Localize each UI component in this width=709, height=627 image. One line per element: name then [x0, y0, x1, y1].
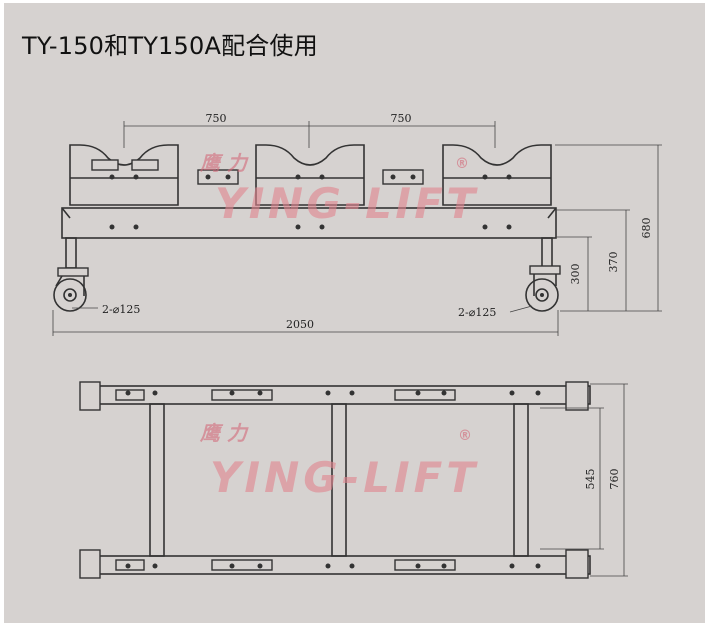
watermark-registered: ® — [458, 428, 472, 444]
caster-left — [53, 267, 89, 312]
dim-length-total: 2050 — [286, 318, 314, 331]
watermark-chinese: 鹰 力 — [199, 421, 249, 445]
dim-height-total: 680 — [640, 218, 653, 239]
watermark-text: YING-LIFT — [210, 453, 478, 502]
front-view: 750 750 — [52, 112, 662, 336]
dim-spacing-left: 750 — [206, 112, 227, 125]
watermark-registered: ® — [455, 156, 469, 172]
dim-width-inner: 545 — [584, 469, 597, 490]
caster-label-left: 2-⌀125 — [102, 303, 140, 316]
caster-label-right: 2-⌀125 — [458, 306, 496, 319]
top-view: 545 760 — [79, 381, 628, 579]
caster-right — [525, 265, 561, 312]
dim-height-low: 300 — [569, 264, 582, 285]
dim-height-mid: 370 — [607, 252, 620, 273]
dim-spacing-right: 750 — [391, 112, 412, 125]
watermark-chinese: 鹰 力 — [199, 151, 249, 175]
saddle-right — [442, 144, 552, 206]
saddle-mid — [255, 144, 365, 206]
dim-width-outer: 760 — [608, 469, 621, 490]
watermark-front: 鹰 力 ® YING-LIFT — [199, 151, 478, 228]
page-title: TY-150和TY150A配合使用 — [22, 32, 318, 60]
watermark-top: 鹰 力 ® YING-LIFT — [199, 421, 478, 502]
watermark-text: YING-LIFT — [215, 179, 478, 228]
drawing-panel — [4, 3, 705, 623]
saddle-left — [69, 144, 179, 206]
